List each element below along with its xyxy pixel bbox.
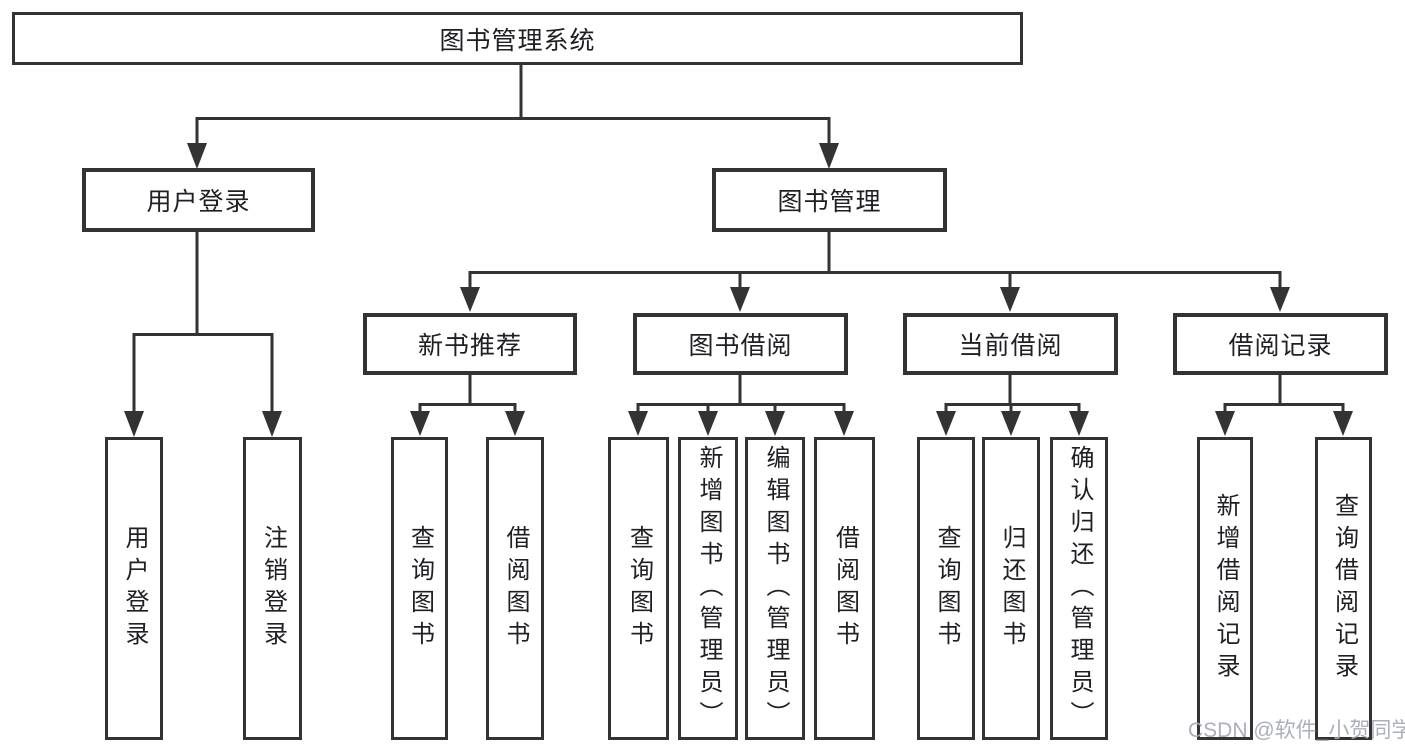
arrowhead xyxy=(730,287,750,312)
leaf-confirm-return-admin: 确认归还（管理员） xyxy=(1050,437,1108,740)
node-label: 当前借阅 xyxy=(958,332,1063,360)
node-label: 借阅记录 xyxy=(1228,332,1333,360)
node-label: 确认归还（管理员） xyxy=(1066,444,1093,733)
arrowhead xyxy=(505,411,525,436)
node-label: 图书管理 xyxy=(777,188,882,216)
arrowhead xyxy=(834,411,854,436)
arrowhead xyxy=(628,411,648,436)
node-current-borrowing: 当前借阅 xyxy=(903,313,1118,375)
arrowhead xyxy=(410,411,430,436)
leaf-query-books-current: 查询图书 xyxy=(917,437,975,740)
node-label: 编辑图书（管理员） xyxy=(762,444,789,733)
arrowhead xyxy=(262,411,282,437)
arrowhead xyxy=(187,143,207,169)
arrowhead xyxy=(1215,411,1235,436)
arrowhead xyxy=(1069,411,1089,436)
node-book-borrowing: 图书借阅 xyxy=(633,313,848,375)
leaf-return-books: 归还图书 xyxy=(982,437,1040,740)
node-label: 借阅图书 xyxy=(831,524,859,653)
leaf-logout: 注销登录 xyxy=(243,437,302,740)
leaf-borrow-books-recommend: 借阅图书 xyxy=(486,437,544,740)
arrowhead xyxy=(1001,411,1021,436)
connector-line xyxy=(1223,375,1345,413)
arrowhead xyxy=(1333,411,1353,436)
connector-line xyxy=(195,65,831,146)
leaf-add-book-admin: 新增图书（管理员） xyxy=(678,437,738,740)
arrowhead xyxy=(765,411,785,436)
node-label: 用户登录 xyxy=(121,524,148,653)
leaf-borrow-books: 借阅图书 xyxy=(814,437,875,740)
arrowhead xyxy=(819,143,839,169)
node-label: 借阅图书 xyxy=(502,524,529,653)
node-label: 查询借阅记录 xyxy=(1330,492,1358,685)
leaf-edit-book-admin: 编辑图书（管理员） xyxy=(745,437,805,740)
arrowhead xyxy=(124,411,144,437)
node-label: 用户登录 xyxy=(146,188,251,216)
node-label: 图书借阅 xyxy=(688,332,793,360)
arrowhead xyxy=(1270,287,1290,312)
connector-line xyxy=(132,232,274,413)
arrowhead xyxy=(460,287,480,312)
arrowhead xyxy=(1000,287,1020,312)
node-label: 查询图书 xyxy=(625,524,653,653)
node-library-management-system: 图书管理系统 xyxy=(12,12,1023,65)
node-label: 新增图书（管理员） xyxy=(695,444,722,733)
node-label: 归还图书 xyxy=(998,524,1025,653)
leaf-query-books-recommend: 查询图书 xyxy=(391,437,448,740)
node-label: 新书推荐 xyxy=(417,332,522,360)
connector-line xyxy=(418,375,517,413)
node-label: 查询图书 xyxy=(406,524,434,653)
leaf-query-borrow-record: 查询借阅记录 xyxy=(1315,437,1372,740)
node-label: 查询图书 xyxy=(933,524,960,653)
connector-line xyxy=(944,375,1081,413)
leaf-user-login: 用户登录 xyxy=(105,437,163,740)
leaf-add-borrow-record: 新增借阅记录 xyxy=(1197,437,1253,740)
node-label: 图书管理系统 xyxy=(439,26,596,55)
arrowhead xyxy=(698,411,718,436)
watermark-text: CSDN @软件_小贺同学 xyxy=(1188,719,1405,742)
node-book-management: 图书管理 xyxy=(712,168,947,232)
connector-line xyxy=(468,232,1282,289)
connector-line xyxy=(636,375,846,413)
arrowhead xyxy=(936,411,956,436)
node-user-login: 用户登录 xyxy=(82,168,315,232)
leaf-query-books-borrowing: 查询图书 xyxy=(608,437,669,740)
node-new-book-recommendation: 新书推荐 xyxy=(363,313,577,375)
node-borrowing-records: 借阅记录 xyxy=(1173,313,1388,375)
node-label: 注销登录 xyxy=(259,524,287,653)
node-label: 新增借阅记录 xyxy=(1212,492,1239,685)
